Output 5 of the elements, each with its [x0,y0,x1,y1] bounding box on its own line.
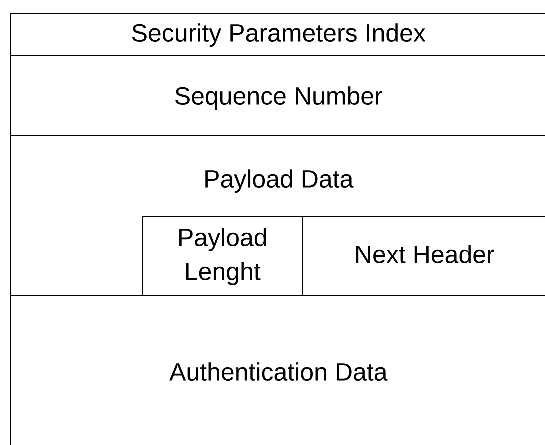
field-box: Sequence Number [10,55,545,136]
field-box: Security Parameters Index [10,13,545,56]
field-box: Payload Lenght [142,216,304,296]
field-box: Authentication Data [10,295,545,445]
field-box: Next Header [302,216,545,296]
